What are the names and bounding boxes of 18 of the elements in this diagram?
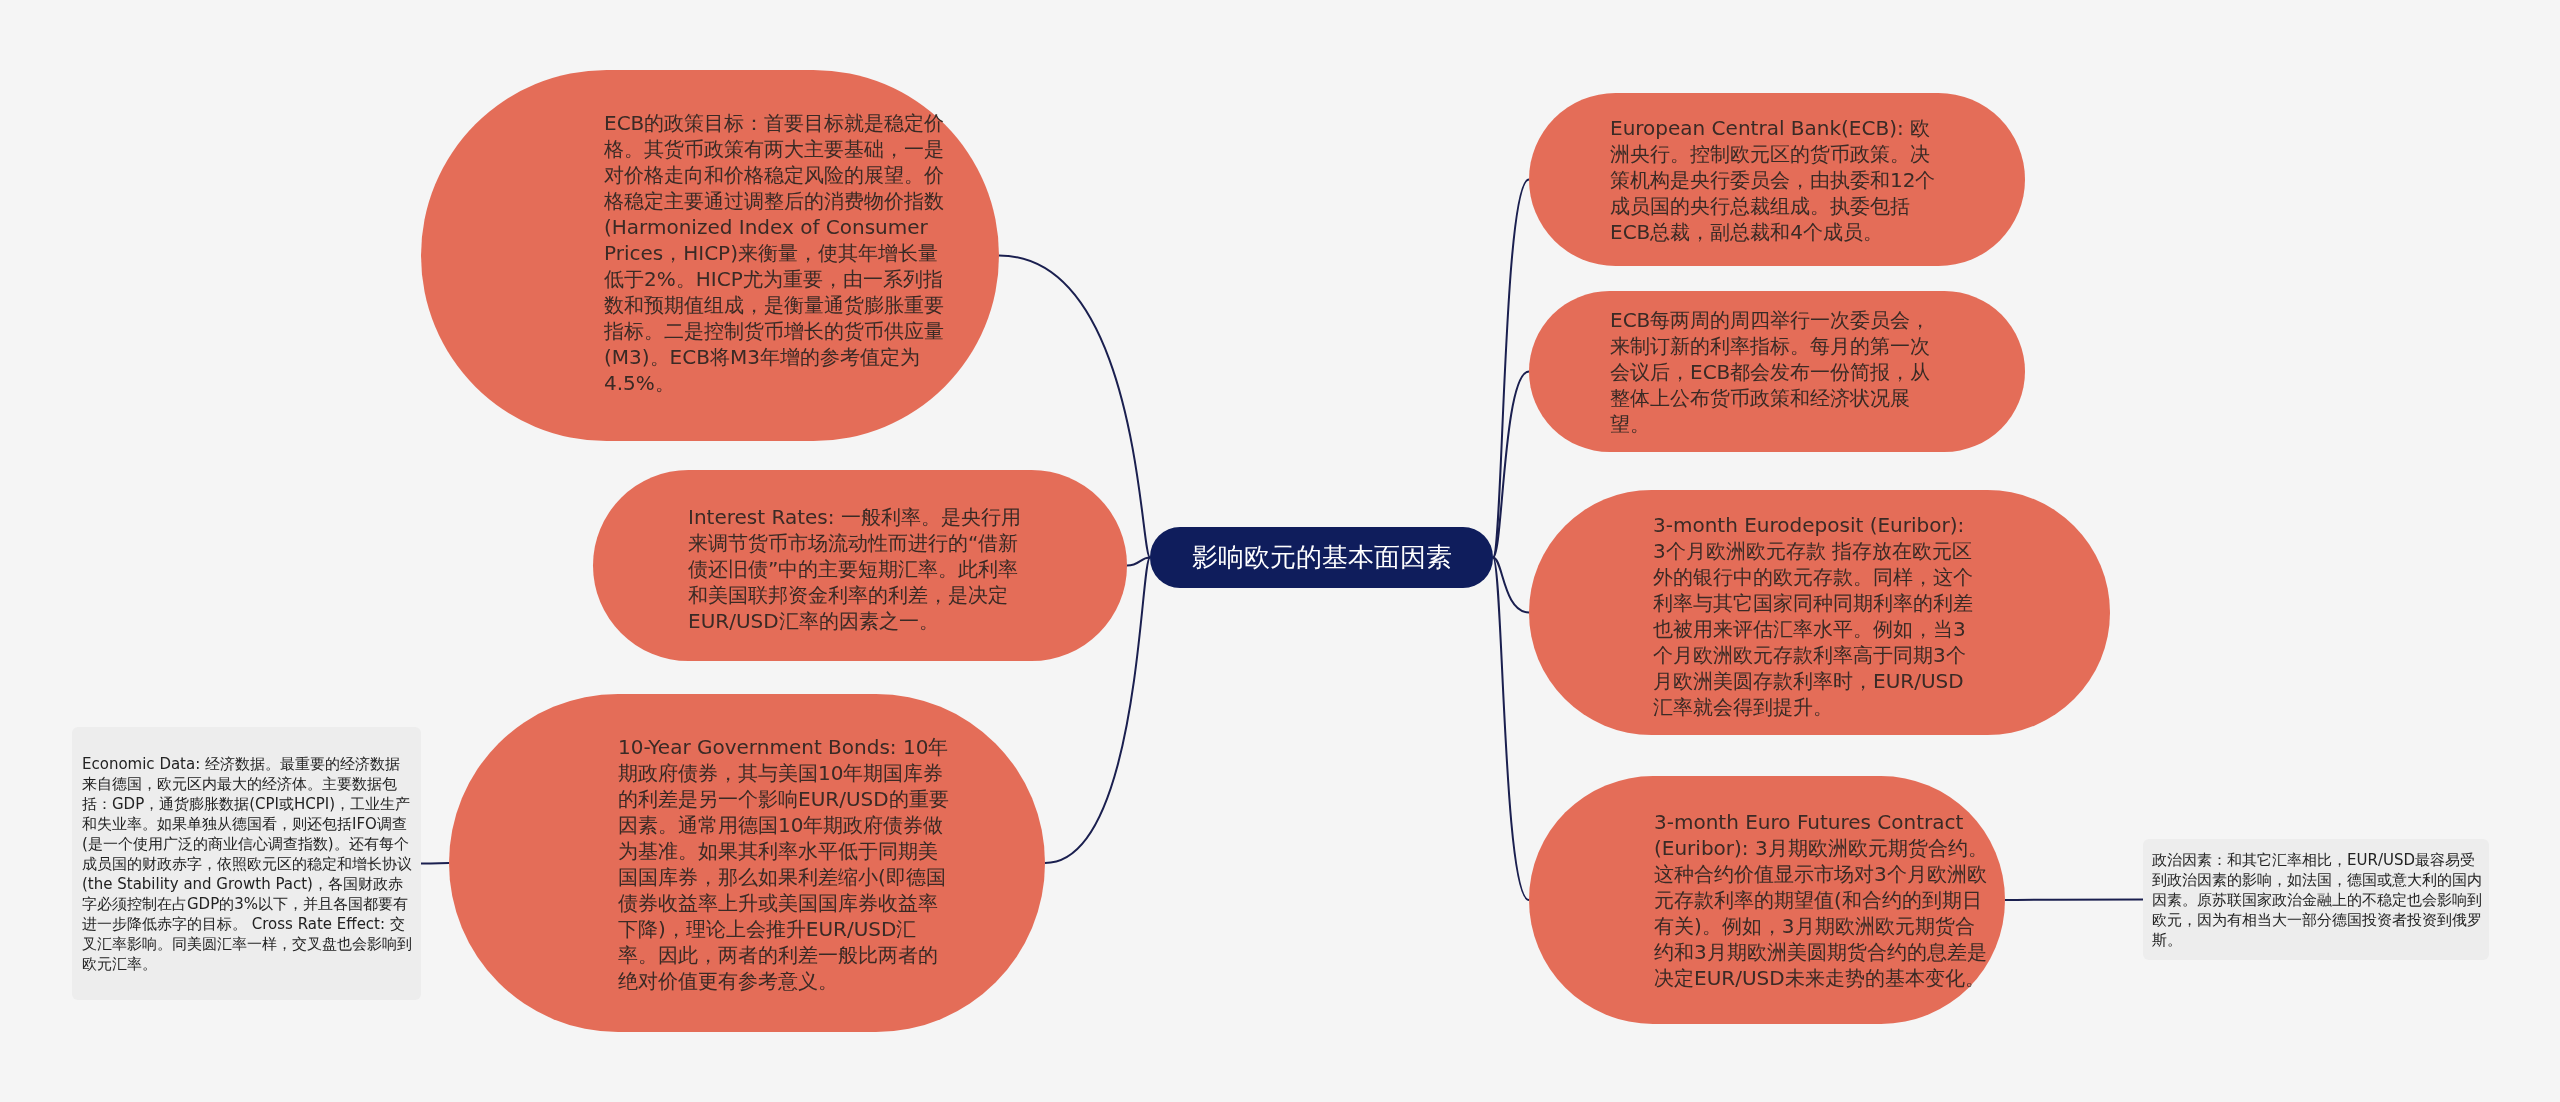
connector (1044, 556, 1151, 864)
topic-bubble: 3-month Euro Futures Contract (Euribor): 3月期欧洲欧元期货合约。这种合约价值显示市场对3个月欧洲欧元存款利率的期望值(和合约的到期日有关)。例如，3月期欧洲欧元期货合约和3月期欧洲美圆期货合约的息差是决定EUR/USD未来走势的基本变化。 (1529, 776, 2005, 1024)
connector (998, 254, 1151, 559)
topic-bubble: ECB的政策目标：首要目标就是稳定价格。其货币政策有两大主要基础，一是对价格走向和价格稳定风险的展望。价格稳定主要通过调整后的消费物价指数(Harmonized Index of Consumer Prices，HICP)来衡量，使其年增长量低于2%。HICP尤为重要，由一系列指数和预期值组成，是衡量通货膨胀重要指标。二是控制货币增长的货币供应量(M3)。ECB将M3年增的参考值定为4.5%。 (421, 70, 999, 441)
connector (1492, 370, 1530, 559)
topic-bubble: Interest Rates: 一般利率。是央行用来调节货币市场流动性而进行的“借新债还旧债”中的主要短期汇率。此利率和美国联邦资金利率的利差，是决定EUR/USD汇率的因素之一。 (593, 470, 1127, 661)
topic-bubble: ECB每两周的周四举行一次委员会，来制订新的利率指标。每月的第一次会议后，ECB都会发布一份简报，从整体上公布货币政策和经济状况展望。 (1529, 291, 2025, 452)
topic-bubble: 3-month Eurodeposit (Euribor): 3个月欧洲欧元存款 指存放在欧元区外的银行中的欧元存款。同样，这个利率与其它国家同种同期利率的利差也被用来评估汇率水平。例如，当3个月欧洲欧元存款利率高于同期3个月欧洲美圆存款利率时，EUR/USD汇率就会得到提升。 (1529, 490, 2110, 735)
topic-bubble: 10-Year Government Bonds: 10年期政府债券，其与美国10年期国库券的利差是另一个影响EUR/USD的重要因素。通常用德国10年期政府债券做为基准。如果其利率水平低于同期美国国库券，那么如果利差缩小(即德国债券收益率上升或美国国库券收益率下降)，理论上会推升EUR/USD汇率。因此，两者的利差一般比两者的绝对价值更有参考意义。 (449, 694, 1045, 1032)
connector (1126, 556, 1151, 567)
note-box: Economic Data: 经济数据。最重要的经济数据来自德国，欧元区内最大的经济体。主要数据包括：GDP，通货膨胀数据(CPI或HCPI)，工业生产和失业率。如果单独从德国看，则还包括IFO调查(是一个使用广泛的商业信心调查指数)。还有每个成员国的财政赤字，依照欧元区的稳定和增长协议(the Stability and Growth Pact)，各国财政赤字必须控制在占GDP的3%以下，并且各国都要有进一步降低赤字的目标。 Cross Rate Effect: 交叉汇率影响。同美圆汇率一样，交叉盘也会影响到欧元汇率。 (72, 727, 421, 1000)
connector (420, 862, 450, 865)
central-topic: 影响欧元的基本面因素 (1150, 527, 1493, 588)
note-box: 政治因素：和其它汇率相比，EUR/USD最容易受到政治因素的影响，如法国，德国或意大利的国内因素。原苏联国家政治金融上的不稳定也会影响到欧元，因为有相当大一部分德国投资者投资到俄罗斯。 (2143, 839, 2489, 960)
connector (1492, 556, 1530, 614)
connector (1492, 556, 1530, 901)
topic-bubble: European Central Bank(ECB): 欧洲央行。控制欧元区的货币政策。决策机构是央行委员会，由执委和12个成员国的央行总裁组成。执委包括ECB总裁，副总裁和4个成员。 (1529, 93, 2025, 266)
connector (2004, 898, 2144, 901)
